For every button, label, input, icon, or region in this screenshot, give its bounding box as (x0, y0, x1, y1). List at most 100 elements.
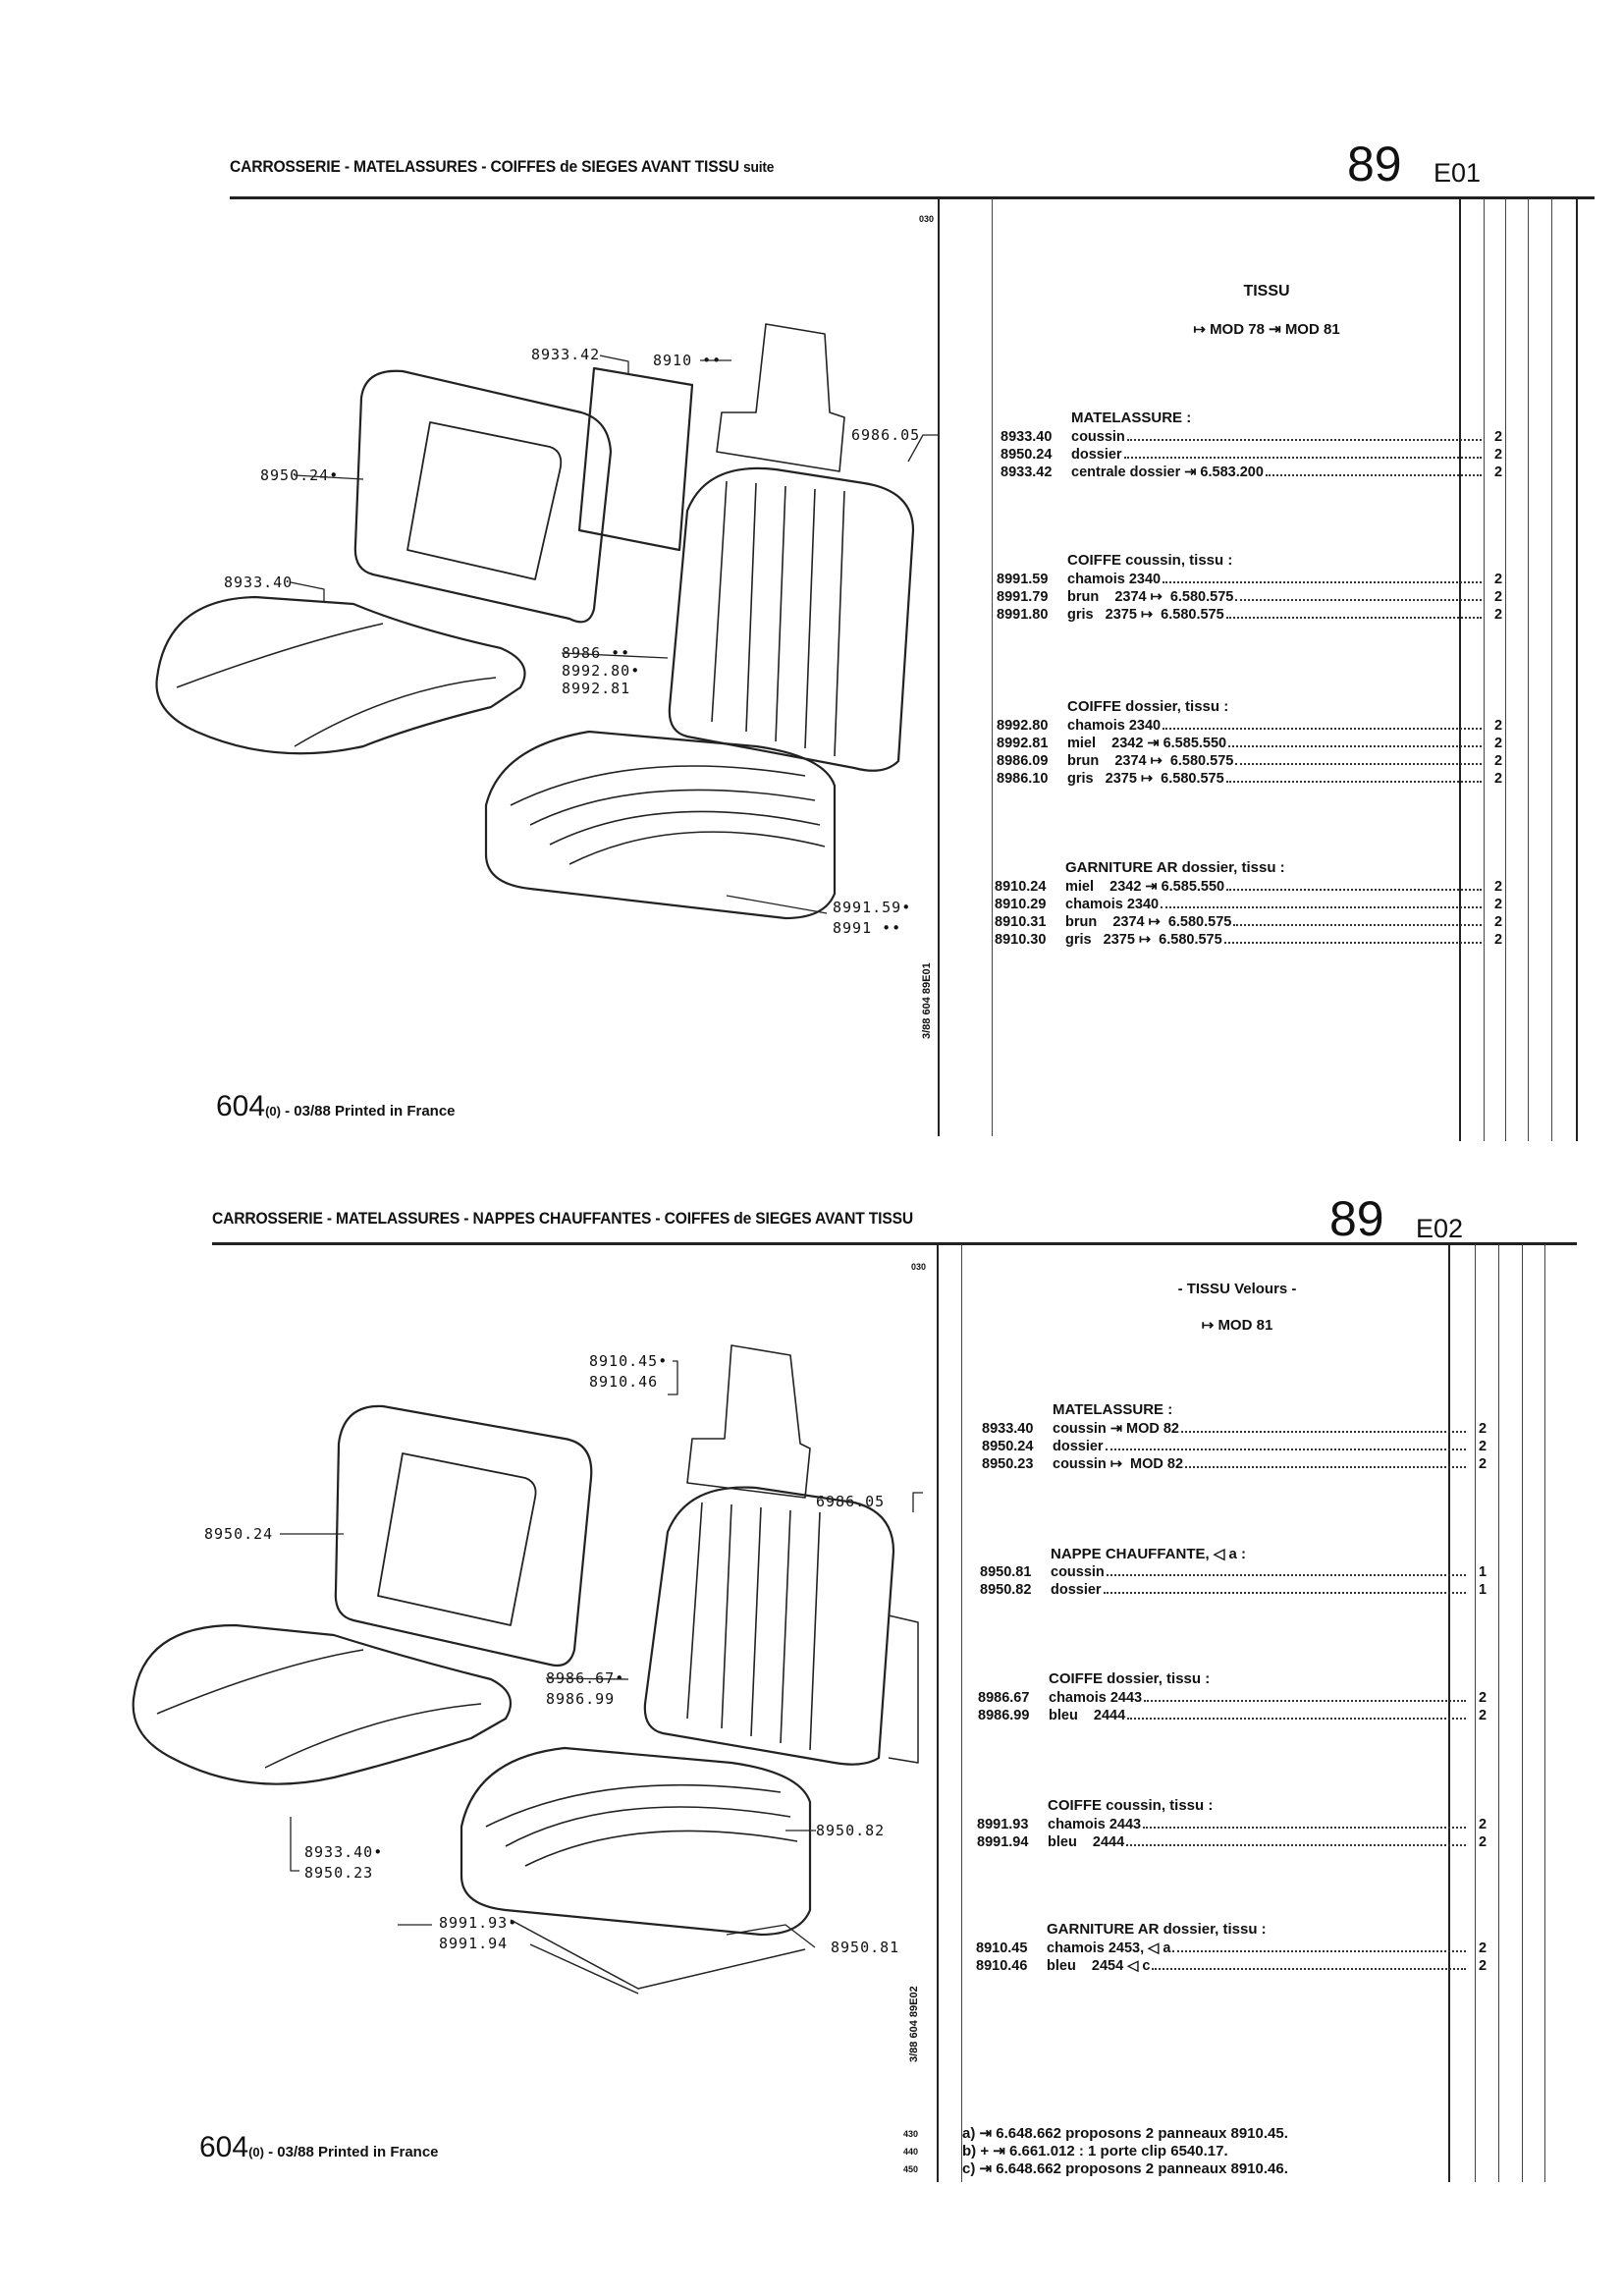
page-header-title: CARROSSERIE - MATELASSURES - NAPPES CHAU… (212, 1209, 913, 1229)
part-description: dossier (1071, 447, 1122, 463)
dot-leader (1161, 906, 1482, 908)
callout-label: 8986.99 (546, 1690, 616, 1708)
seat-cushion-padding (132, 1623, 513, 1785)
dot-leader (1123, 457, 1482, 459)
column-divider (992, 198, 993, 1136)
part-description: gris 2375 ↦ 6.580.575 (1067, 607, 1224, 623)
quantity: 2 (1493, 447, 1503, 463)
dot-leader (1265, 474, 1482, 476)
section-title: MATELASSURE : (1053, 1401, 1173, 1418)
dot-leader (1225, 617, 1482, 619)
part-description: coussin (1071, 429, 1125, 445)
section-title: MATELASSURE : (1071, 410, 1192, 426)
part-description: chamois 2340 (1067, 572, 1162, 587)
page-footer: 604(0) - 03/88 Printed in France (216, 1090, 456, 1123)
part-number: 8991.93 (977, 1817, 1029, 1832)
seat-back-padding (353, 369, 613, 624)
dot-leader (1143, 1827, 1466, 1829)
section-title: GARNITURE AR dossier, tissu : (1065, 859, 1285, 876)
part-number: 8991.80 (997, 607, 1049, 623)
section-title: GARNITURE AR dossier, tissu : (1047, 1921, 1267, 1938)
part-description: coussin ⇥ MOD 82 (1053, 1421, 1179, 1437)
parts-row: 8950.24 dossier 2 (1001, 445, 1513, 463)
footnote-b: b) + ⇥ 6.661.012 : 1 porte clip 6540.17. (962, 2143, 1228, 2159)
dot-leader (1105, 1449, 1466, 1450)
diagram-e01 (155, 323, 938, 920)
part-description: gris 2375 ↦ 6.580.575 (1065, 932, 1222, 948)
part-number: 8991.79 (997, 589, 1049, 605)
header-rule (212, 1242, 1577, 1245)
column-divider (1459, 198, 1461, 1141)
callout-label: 8950.24 (204, 1525, 274, 1543)
footnote-a: a) ⇥ 6.648.662 proposons 2 panneaux 8910… (962, 2125, 1288, 2142)
part-number: 8991.59 (997, 572, 1049, 587)
quantity: 2 (1493, 932, 1503, 948)
quantity: 2 (1478, 1941, 1488, 1956)
dot-leader (1223, 942, 1482, 944)
footer-model: 604 (216, 1090, 266, 1122)
quantity: 2 (1493, 914, 1503, 930)
part-number: 8910.30 (995, 932, 1047, 948)
column-divider (961, 1244, 962, 2182)
part-description: miel 2342 ⇥ 6.585.550 (1067, 736, 1227, 751)
part-number: 8986.67 (978, 1690, 1030, 1706)
part-number: 8910.24 (995, 879, 1047, 895)
part-number: 8950.24 (1001, 447, 1053, 463)
callout-label: 8910 •• (653, 352, 723, 369)
page-number: 89 (1329, 1191, 1384, 1246)
seat-back-window (377, 1452, 537, 1626)
quantity: 2 (1493, 897, 1503, 912)
model-range: ↦ MOD 81 (1201, 1317, 1273, 1334)
quantity: 1 (1478, 1564, 1488, 1580)
callout-label: 8991.94 (439, 1935, 509, 1952)
callout-label: 6986.05 (851, 426, 921, 444)
callout-label: 8991.93• (439, 1914, 518, 1932)
margin-ref: 430 (903, 2129, 919, 2139)
part-description: brun 2374 ↦ 6.580.575 (1065, 914, 1232, 930)
dot-leader (1152, 1968, 1466, 1970)
dot-leader (1235, 599, 1482, 601)
quantity: 2 (1493, 879, 1503, 895)
quantity: 2 (1493, 429, 1503, 445)
column-divider (1551, 198, 1552, 1141)
part-number: 8992.81 (997, 736, 1049, 751)
page-footer: 604(0) - 03/88 Printed in France (199, 2131, 439, 2164)
margin-ref: 440 (903, 2147, 919, 2157)
callout-label: 8950.23 (304, 1864, 374, 1882)
dot-leader (1226, 889, 1482, 891)
callout-label: 8950.82 (816, 1822, 886, 1839)
page-number: 89 (1347, 137, 1402, 191)
quantity: 2 (1478, 1421, 1488, 1437)
header-suffix: suite (742, 159, 775, 176)
back-trim-frame (716, 323, 845, 472)
callout-label: 8933.40 (224, 574, 294, 591)
section-heading: TISSU (1243, 283, 1290, 300)
part-description: chamois 2443 (1048, 1817, 1142, 1832)
seat-cushion-cover (484, 730, 837, 920)
quantity: 2 (1478, 1708, 1488, 1723)
part-number: 8986.09 (997, 753, 1049, 769)
part-number: 8991.94 (977, 1834, 1029, 1850)
callout-label: 8910.46 (589, 1373, 659, 1391)
part-description: bleu 2444 (1048, 1834, 1125, 1850)
dot-leader (1103, 1592, 1466, 1594)
seat-back-cover (668, 466, 915, 772)
dot-leader (1127, 1718, 1466, 1720)
part-description: chamois 2340 (1065, 897, 1160, 912)
quantity: 2 (1493, 736, 1503, 751)
